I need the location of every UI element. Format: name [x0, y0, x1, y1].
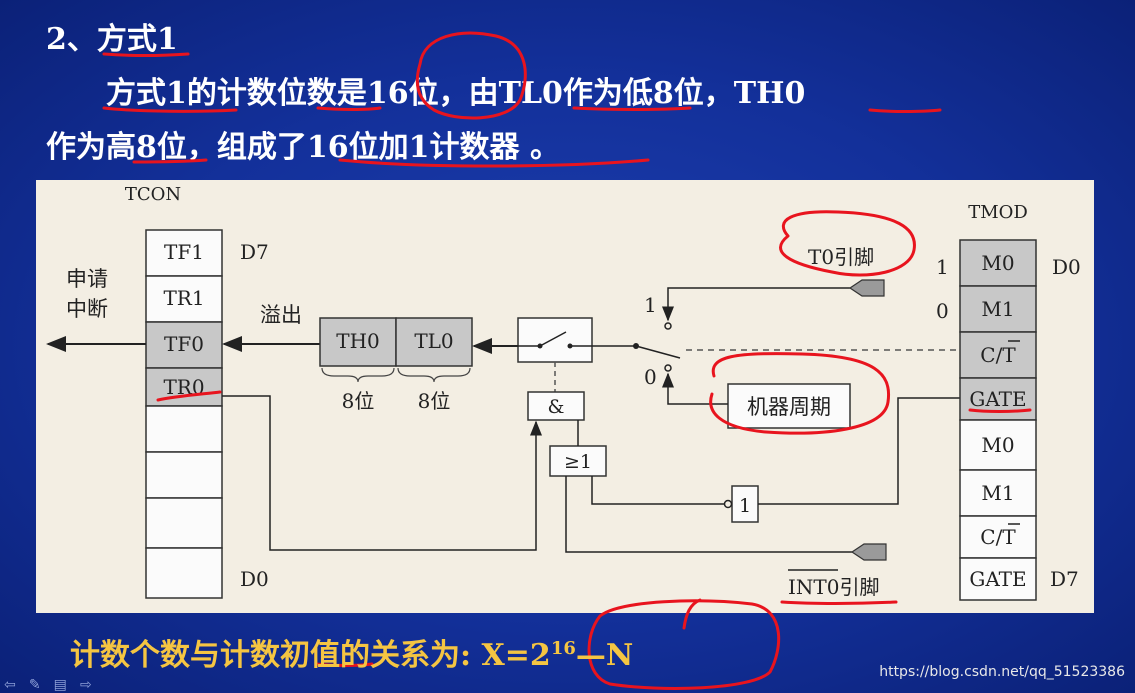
tmod-bit-gate: GATE — [969, 387, 1026, 411]
overflow-label: 溢出 — [260, 303, 302, 327]
tcon-d0-label: D0 — [240, 567, 269, 591]
red-annotations-diagram — [156, 210, 1032, 605]
tcon-title: TCON — [125, 184, 181, 205]
source-select-blade — [635, 345, 681, 359]
next-arrow-icon[interactable]: ⇨ — [79, 677, 92, 693]
prev-arrow-icon[interactable]: ⇦ — [4, 677, 16, 693]
tmod-bit-m0-t1: M0 — [981, 433, 1014, 457]
interrupt-request-label-2: 中断 — [66, 297, 108, 321]
tmod-bit-ct: C/T — [980, 343, 1016, 367]
th0-bits-label: 8位 — [342, 389, 375, 413]
tcon-bit-tf1: TF1 — [164, 240, 204, 264]
tcon-bit-tr1: TR1 — [163, 286, 204, 310]
and-gate — [527, 391, 585, 421]
th0-label: TH0 — [336, 329, 380, 353]
tl0-brace — [397, 367, 471, 383]
th0-register — [319, 317, 397, 367]
not-gate-label: 1 — [739, 495, 751, 517]
slide-nav-toolbar: ⇦ ✎ ▤ ⇨ — [4, 674, 154, 693]
tmod-bit-gate-t1: GATE — [969, 567, 1026, 591]
tmod-d7-label: D7 — [1050, 567, 1079, 591]
menu-icon[interactable]: ▤ — [53, 677, 67, 693]
formula-suffix: —N — [575, 638, 634, 673]
control-switch — [517, 317, 593, 363]
or-gate — [549, 445, 607, 477]
tl0-label: TL0 — [414, 329, 453, 353]
slide-title: 2、方式1 — [46, 22, 178, 57]
source-select-0-label: 0 — [644, 365, 657, 389]
interrupt-request-label-1: 申请 — [66, 267, 108, 291]
int0-pin-label: INT0引脚 — [788, 575, 879, 599]
not-to-or-wire — [591, 476, 724, 505]
formula-prefix: 计数个数与计数初值的关系为: X=2 — [70, 638, 551, 673]
or-gate-label: ≥1 — [564, 451, 592, 473]
machine-cycle-wire — [662, 372, 728, 405]
tmod-bit-m1: M1 — [981, 297, 1014, 321]
paragraph-line-1: 方式1的计数位数是16位，由TL0作为低8位，TH0 — [106, 76, 806, 111]
t0-pin-wire — [662, 287, 850, 322]
int0-pin-connector — [850, 543, 887, 561]
paragraph-line-2: 作为高8位，组成了16位加1计数器 。 — [46, 130, 560, 165]
tcon-bit-tf0: TF0 — [164, 332, 204, 356]
tmod-bit-m0: M0 — [981, 251, 1014, 275]
tmod-d0-label: D0 — [1052, 255, 1081, 279]
tr0-wire — [222, 395, 537, 551]
tmod-select-0-label: 0 — [936, 299, 949, 323]
tcon-d7-label: D7 — [240, 240, 269, 264]
count-formula: 计数个数与计数初值的关系为: X=216—N — [70, 630, 633, 674]
tmod-bit-ct-t1: C/T — [980, 525, 1016, 549]
source-watermark: https://blog.csdn.net/qq_51523386 — [879, 664, 1125, 680]
machine-cycle-label: 机器周期 — [747, 395, 831, 419]
tmod-register — [959, 239, 1037, 601]
t0-pin-connector — [848, 279, 885, 297]
tmod-bit-m1-t1: M1 — [981, 481, 1014, 505]
pen-icon[interactable]: ✎ — [28, 677, 41, 693]
and-gate-label: & — [548, 396, 565, 418]
th0-brace — [321, 367, 395, 383]
tl0-bits-label: 8位 — [418, 389, 451, 413]
formula-exponent: 16 — [550, 638, 576, 659]
machine-cycle-box — [727, 383, 851, 429]
timer-mode1-diagram: TCON TF1 TR1 TF0 TR0 D7 D0 申请 中断 溢出 TH0 … — [36, 180, 1094, 613]
source-select-1-label: 1 — [644, 293, 657, 317]
gate-wire — [758, 397, 960, 505]
t0-pin-label: T0引脚 — [808, 245, 874, 269]
tmod-select-1-label: 1 — [936, 255, 949, 279]
tmod-title: TMOD — [968, 202, 1028, 223]
int0-wire — [565, 476, 852, 553]
